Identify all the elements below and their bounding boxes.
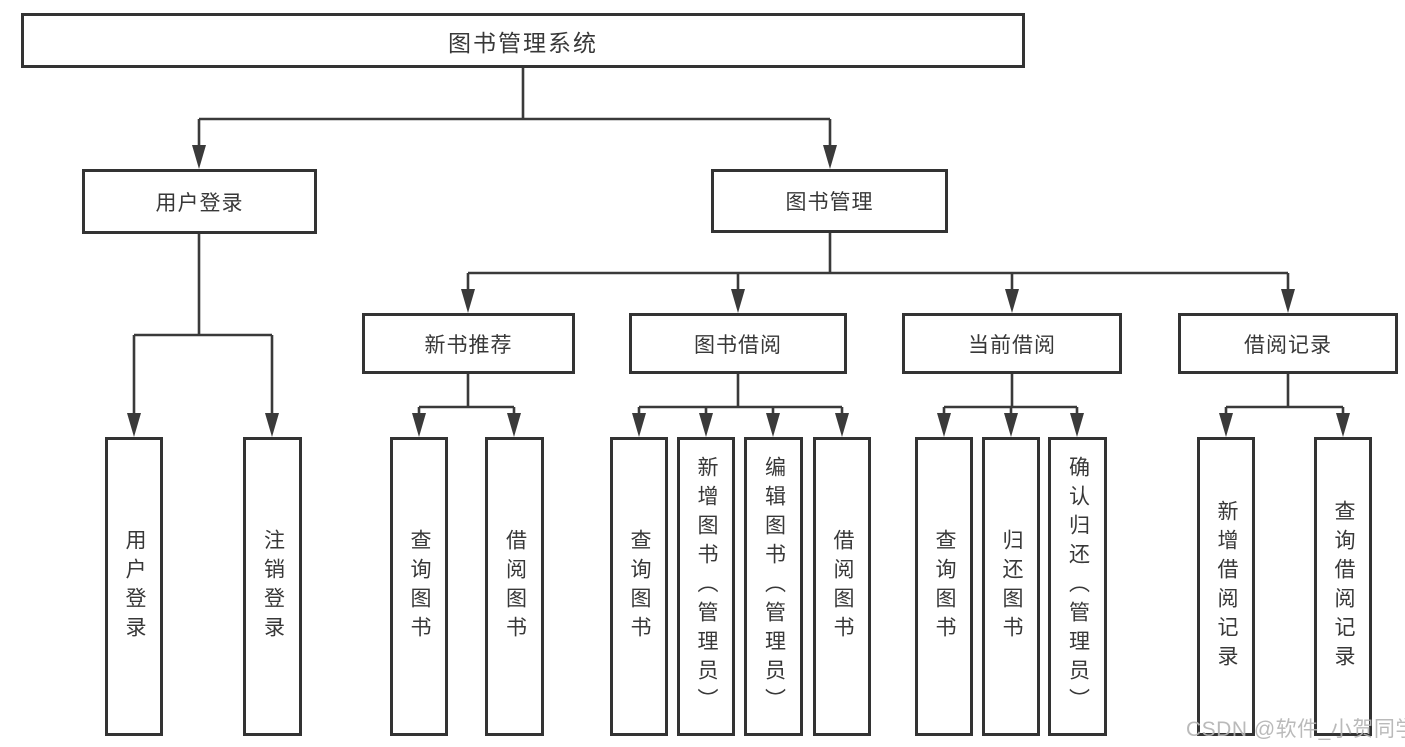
node-leaf-bb-add-book-admin-label: 新增图书（管理员） — [695, 456, 718, 717]
node-leaf-cb-return-book: 归还图书 — [982, 437, 1040, 736]
node-leaf-logout-label: 注销登录 — [261, 528, 285, 645]
node-user-login: 用户登录 — [82, 169, 317, 234]
node-leaf-bb-borrow-book-label: 借阅图书 — [831, 528, 854, 645]
node-leaf-cb-return-book-label: 归还图书 — [1000, 528, 1023, 645]
node-leaf-br-query-record: 查询借阅记录 — [1314, 437, 1372, 736]
node-leaf-bb-edit-book-admin: 编辑图书（管理员） — [744, 437, 803, 736]
node-leaf-br-query-record-label: 查询借阅记录 — [1332, 499, 1355, 674]
edge-book-borrow-to-children — [637, 374, 844, 418]
node-user-login-label: 用户登录 — [155, 191, 244, 215]
node-leaf-cb-confirm-return-admin-label: 确认归还（管理员） — [1066, 456, 1090, 717]
node-borrow-record: 借阅记录 — [1178, 313, 1398, 374]
node-leaf-user-login: 用户登录 — [105, 437, 163, 736]
node-leaf-nb-query-book: 查询图书 — [390, 437, 448, 736]
node-leaf-bb-borrow-book: 借阅图书 — [813, 437, 871, 736]
edge-current-borrow-arrowheads — [937, 413, 1084, 437]
node-book-borrow: 图书借阅 — [629, 313, 847, 374]
node-book-management-label: 图书管理 — [785, 191, 874, 214]
edge-new-book-to-children — [417, 374, 516, 418]
edge-new-book-arrowheads — [412, 413, 521, 437]
edge-root-arrowheads — [192, 145, 837, 169]
node-leaf-br-add-record-label: 新增借阅记录 — [1215, 499, 1238, 674]
node-leaf-cb-confirm-return-admin: 确认归还（管理员） — [1048, 437, 1107, 736]
node-current-borrow-label: 当前借阅 — [968, 333, 1056, 357]
node-new-book-recommend: 新书推荐 — [362, 313, 575, 374]
node-root: 图书管理系统 — [21, 13, 1025, 68]
node-leaf-bb-add-book-admin: 新增图书（管理员） — [677, 437, 735, 736]
edge-current-borrow-to-children — [942, 374, 1079, 418]
edge-borrow-record-arrowheads — [1219, 413, 1350, 437]
edge-book-management-arrowheads — [461, 289, 1295, 313]
edge-book-management-to-children — [466, 233, 1290, 294]
edge-user-login-to-children — [132, 234, 274, 418]
node-leaf-user-login-label: 用户登录 — [123, 528, 146, 645]
node-root-label: 图书管理系统 — [448, 29, 598, 56]
node-book-management: 图书管理 — [711, 169, 948, 233]
node-leaf-nb-borrow-book: 借阅图书 — [485, 437, 544, 736]
node-leaf-bb-query-book: 查询图书 — [610, 437, 668, 736]
node-leaf-bb-edit-book-admin-label: 编辑图书（管理员） — [762, 456, 786, 717]
csdn-watermark: CSDN @软件_小贺同学 — [1186, 718, 1405, 741]
node-leaf-nb-query-book-label: 查询图书 — [408, 528, 431, 645]
node-current-borrow: 当前借阅 — [902, 313, 1122, 374]
node-leaf-logout: 注销登录 — [243, 437, 302, 736]
edge-borrow-record-to-children — [1224, 374, 1345, 418]
edge-user-login-arrowheads — [127, 413, 279, 437]
node-leaf-cb-query-book: 查询图书 — [915, 437, 973, 736]
node-new-book-recommend-label: 新书推荐 — [424, 333, 513, 357]
node-leaf-br-add-record: 新增借阅记录 — [1197, 437, 1255, 736]
node-book-borrow-label: 图书借阅 — [694, 333, 782, 357]
edge-root-to-level2 — [197, 68, 832, 150]
node-leaf-nb-borrow-book-label: 借阅图书 — [503, 528, 527, 645]
node-borrow-record-label: 借阅记录 — [1244, 333, 1332, 357]
edge-book-borrow-arrowheads — [632, 413, 849, 437]
node-leaf-bb-query-book-label: 查询图书 — [628, 528, 651, 645]
node-leaf-cb-query-book-label: 查询图书 — [933, 528, 956, 645]
